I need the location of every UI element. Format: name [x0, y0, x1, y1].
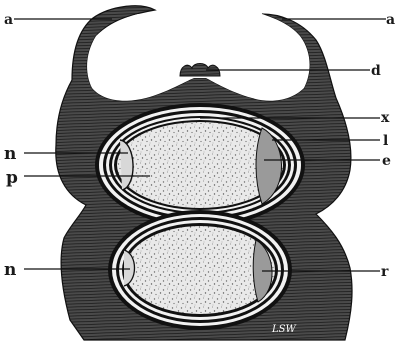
engraver-signature: LSW	[271, 324, 296, 335]
label-a-right: a	[386, 12, 395, 28]
label-n-lower: n	[4, 260, 16, 280]
label-p: p	[6, 168, 18, 188]
lower-oval	[108, 210, 292, 330]
label-d: d	[371, 63, 381, 79]
label-l: l	[383, 133, 388, 149]
label-n-upper: n	[4, 144, 16, 164]
label-a-left: a	[4, 12, 13, 28]
upper-oval	[95, 103, 305, 227]
label-e: e	[382, 153, 391, 169]
label-x: x	[381, 110, 390, 126]
label-r: r	[381, 264, 389, 280]
